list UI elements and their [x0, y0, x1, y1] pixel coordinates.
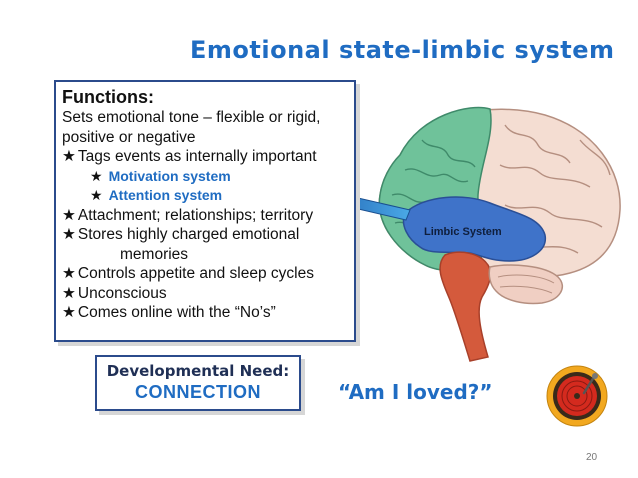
list-item: ★Comes online with the “No’s” [62, 304, 276, 321]
developmental-need-label: Developmental Need: [106, 362, 290, 380]
list-item: ★Unconscious [62, 284, 167, 302]
intro-line-2: positive or negative [62, 128, 196, 146]
star-bullet-icon: ★ [62, 226, 76, 243]
intro-line-1: Sets emotional tone – flexible or rigid, [62, 109, 321, 126]
star-bullet-icon: ★ [62, 265, 76, 282]
quote-text: “Am I loved?” [338, 380, 493, 404]
brainstem-shape [439, 251, 492, 362]
star-bullet-icon: ★ [62, 206, 76, 224]
developmental-need-value: CONNECTION [135, 382, 261, 402]
star-bullet-icon: ★ [62, 148, 76, 165]
limbic-system-label: Limbic System [424, 226, 502, 238]
star-bullet-icon: ★ [62, 304, 76, 321]
star-bullet-icon: ★ [90, 167, 103, 184]
limbic-system-shape [402, 196, 546, 262]
list-item: ★Attention system [90, 187, 223, 203]
cerebellum-shape [488, 264, 563, 305]
list-item: ★Tags events as internally important [62, 148, 317, 165]
slide-title: Emotional state-limbic system [190, 36, 615, 64]
page-number: 20 [586, 452, 598, 463]
functions-box: Functions: Sets emotional tone – flexibl… [54, 80, 356, 342]
brain-illustration [378, 106, 621, 362]
star-bullet-icon: ★ [62, 284, 76, 302]
functions-heading: Functions: [62, 87, 154, 107]
record-player-icon [546, 365, 608, 427]
list-item: ★Stores highly charged emotional [62, 226, 300, 243]
list-item: ★Controls appetite and sleep cycles [62, 265, 314, 282]
list-item: ★Attachment; relationships; territory [62, 206, 314, 224]
developmental-need-box: Developmental Need: CONNECTION [95, 355, 301, 411]
list-item-continuation: memories [120, 245, 189, 263]
star-bullet-icon: ★ [90, 187, 103, 203]
list-item: ★Motivation system [90, 167, 231, 184]
